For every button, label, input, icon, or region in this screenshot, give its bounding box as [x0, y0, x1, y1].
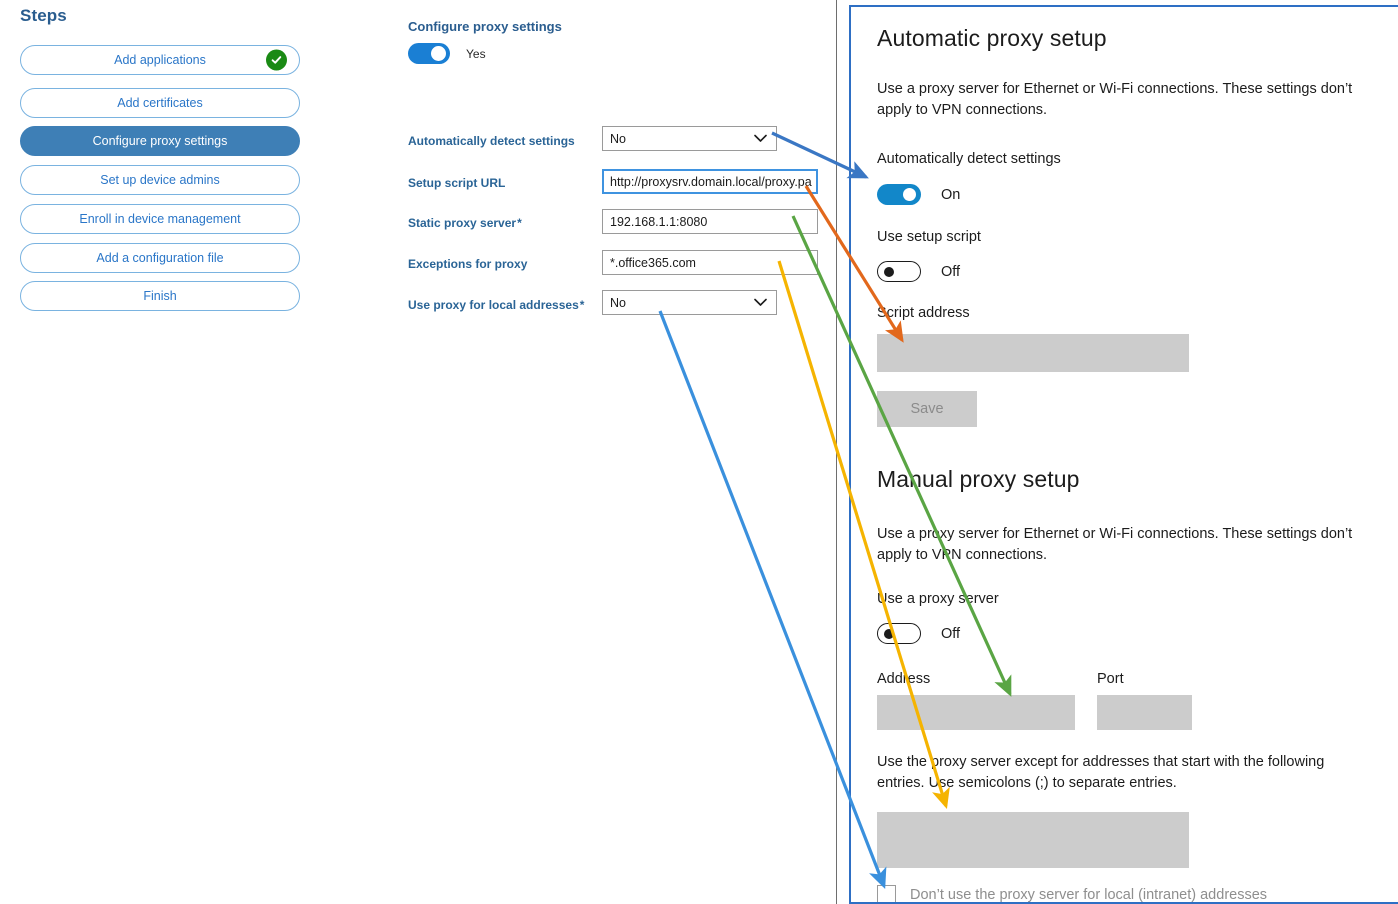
step-item-enroll-in-device-management[interactable]: Enroll in device management — [20, 204, 300, 234]
configure-proxy-toggle[interactable] — [408, 43, 450, 64]
step-item-label: Configure proxy settings — [92, 134, 228, 148]
use-setup-script-toggle[interactable] — [877, 261, 921, 282]
input-exceptions-for-proxy[interactable]: *.office365.com — [602, 250, 818, 275]
input-value: http://proxysrv.domain.local/proxy.pa — [610, 174, 812, 189]
auto-detect-settings-toggle[interactable] — [877, 184, 921, 205]
manual-proxy-setup-heading: Manual proxy setup — [877, 466, 1080, 492]
input-static-proxy-server[interactable]: 192.168.1.1:8080 — [602, 209, 818, 234]
address-label: Address — [877, 671, 931, 687]
dropdown-automatically-detect-settings[interactable]: No — [602, 126, 777, 151]
dropdown-value: No — [610, 295, 626, 310]
use-a-proxy-server-label: Use a proxy server — [877, 591, 999, 607]
toggle-knob — [903, 188, 916, 201]
bypass-local-addresses-label: Don’t use the proxy server for local (in… — [910, 886, 1268, 903]
proxy-exceptions-description: Use the proxy server except for addresse… — [877, 754, 1325, 792]
step-item-label: Finish — [143, 289, 177, 303]
step-item-label: Set up device admins — [100, 173, 220, 187]
windows-settings-content: Automatic proxy setup Use a proxy server… — [877, 7, 1398, 902]
port-label: Port — [1097, 671, 1124, 687]
proxy-form-panel: Configure proxy settings Yes Automatical… — [320, 0, 836, 904]
script-address-label: Script address — [877, 305, 970, 321]
use-a-proxy-server-toggle[interactable] — [877, 623, 921, 644]
dropdown-use-proxy-for-local-addresses[interactable]: No — [602, 290, 777, 315]
automatic-proxy-setup-heading: Automatic proxy setup — [877, 25, 1107, 51]
step-item-label: Add applications — [114, 53, 206, 67]
auto-detect-settings-toggle-state: On — [941, 186, 961, 203]
label-automatically-detect-settings: Automatically detect settings — [408, 134, 575, 148]
form-heading: Configure proxy settings — [408, 19, 562, 34]
use-setup-script-toggle-row: Off — [877, 261, 960, 282]
step-item-label: Enroll in device management — [79, 212, 241, 226]
automatic-proxy-setup-description: Use a proxy server for Ethernet or Wi-Fi… — [877, 81, 1353, 119]
step-item-label: Add certificates — [117, 96, 203, 110]
use-setup-script-label: Use setup script — [877, 229, 981, 245]
input-value: 192.168.1.1:8080 — [610, 214, 708, 229]
check-circle-icon — [266, 49, 287, 71]
save-button[interactable]: Save — [877, 391, 977, 427]
auto-detect-settings-toggle-row: On — [877, 184, 960, 205]
chevron-down-icon — [754, 134, 767, 143]
chevron-down-icon — [754, 298, 767, 307]
proxy-exceptions-input[interactable] — [877, 812, 1189, 868]
script-address-input[interactable] — [877, 334, 1189, 372]
toggle-knob — [884, 629, 894, 639]
step-item-add-applications[interactable]: Add applications — [20, 45, 300, 75]
label-static-proxy-server: Static proxy server * — [408, 216, 522, 230]
steps-panel: Steps Add applications Add certificates … — [0, 0, 320, 904]
toggle-knob — [884, 267, 894, 277]
steps-title: Steps — [20, 6, 67, 25]
configure-proxy-toggle-row: Yes — [408, 43, 486, 64]
port-input[interactable] — [1097, 695, 1192, 730]
use-a-proxy-server-toggle-state: Off — [941, 625, 961, 642]
step-item-finish[interactable]: Finish — [20, 281, 300, 311]
step-item-add-certificates[interactable]: Add certificates — [20, 88, 300, 118]
label-exceptions-for-proxy: Exceptions for proxy — [408, 257, 528, 271]
configure-proxy-toggle-label: Yes — [466, 46, 486, 61]
address-input[interactable] — [877, 695, 1075, 730]
bypass-local-addresses-checkbox[interactable] — [877, 885, 896, 902]
step-item-add-a-configuration-file[interactable]: Add a configuration file — [20, 243, 300, 273]
step-item-configure-proxy-settings[interactable]: Configure proxy settings — [20, 126, 300, 156]
required-marker: * — [516, 216, 522, 230]
windows-proxy-settings-panel: Automatic proxy setup Use a proxy server… — [849, 5, 1398, 904]
step-item-set-up-device-admins[interactable]: Set up device admins — [20, 165, 300, 195]
label-setup-script-url: Setup script URL — [408, 176, 506, 190]
label-use-proxy-for-local-addresses: Use proxy for local addresses * — [408, 298, 585, 312]
use-setup-script-toggle-state: Off — [941, 263, 961, 280]
required-marker: * — [578, 298, 585, 312]
dropdown-value: No — [610, 131, 626, 146]
input-value: *.office365.com — [610, 255, 696, 270]
panel-divider — [836, 0, 837, 904]
toggle-knob — [431, 46, 446, 61]
step-item-label: Add a configuration file — [96, 251, 224, 265]
bypass-local-addresses-row: Don’t use the proxy server for local (in… — [877, 885, 1268, 903]
use-a-proxy-server-toggle-row: Off — [877, 623, 960, 644]
input-setup-script-url[interactable]: http://proxysrv.domain.local/proxy.pa — [602, 169, 818, 194]
auto-detect-settings-label: Automatically detect settings — [877, 151, 1061, 167]
manual-proxy-setup-description: Use a proxy server for Ethernet or Wi-Fi… — [877, 526, 1353, 564]
